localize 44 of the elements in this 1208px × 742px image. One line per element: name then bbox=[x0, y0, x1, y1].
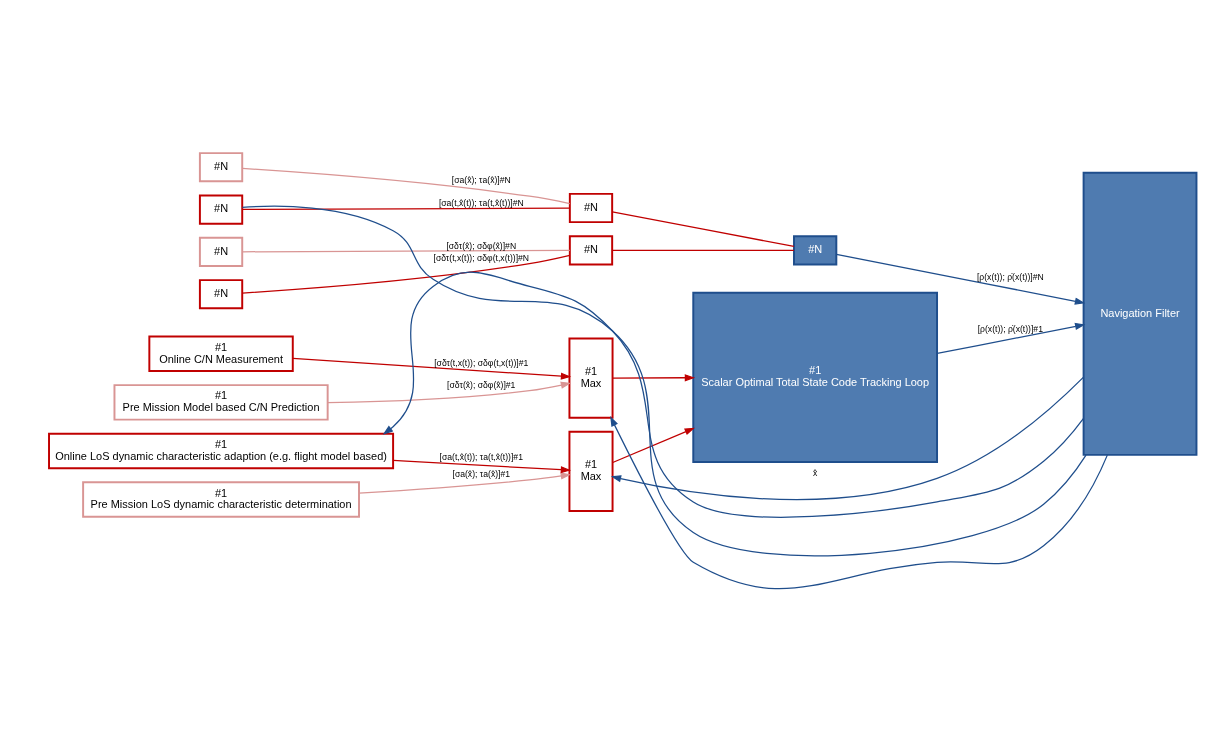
node-box: #1 Scalar Optimal Total State Code Tracking Loop bbox=[692, 291, 938, 463]
node-box: #N bbox=[198, 279, 244, 310]
arrow bbox=[392, 459, 572, 474]
connector bbox=[241, 167, 571, 205]
node-box: #N bbox=[568, 235, 614, 266]
arrow bbox=[936, 322, 1086, 355]
edge-label: [σδτ(t,x(t)); σδφ(t,x(t))]#1 bbox=[434, 358, 529, 369]
connector bbox=[611, 211, 795, 248]
connector bbox=[241, 205, 1087, 557]
arrow bbox=[327, 381, 572, 404]
connector bbox=[241, 207, 571, 211]
arrow bbox=[612, 427, 695, 464]
edge-label: [σδτ(t,x(t)); σδφ(t,x(t))]#N bbox=[433, 253, 530, 264]
node-box: #1 Max bbox=[568, 430, 614, 512]
arrow bbox=[612, 374, 696, 382]
node-box: #N bbox=[198, 194, 244, 225]
node-box: #1 Online C/N Measurement bbox=[148, 335, 294, 372]
node-box: #1 Max bbox=[568, 337, 614, 419]
edge-label: [σa(x̂); τa(x̂)]#1 bbox=[452, 469, 511, 480]
arrow bbox=[610, 376, 1085, 501]
node-box: #1 Online LoS dynamic characteristic adaption (e.g. flight model based) bbox=[48, 432, 395, 470]
connector bbox=[241, 249, 571, 253]
edge-label: [σa(t,x̂(t)); τa(t,x̂(t))]#1 bbox=[439, 452, 523, 463]
node-box: #1 Pre Mission LoS dynamic characteristic determination bbox=[82, 481, 360, 518]
edge-label: [ρ(x(t)); ρ̇(x(t))]#N bbox=[976, 271, 1044, 282]
arrow bbox=[610, 416, 1108, 590]
edge-label: [σδτ(x̂); σδφ(x̂)]#N bbox=[446, 240, 517, 251]
node-box: #1 Pre Mission Model based C/N Prediction bbox=[113, 384, 329, 421]
connector bbox=[611, 249, 795, 251]
arrow bbox=[358, 472, 572, 494]
edge-label: [σa(t,x̂(t)); τa(t,x̂(t))]#N bbox=[438, 198, 524, 209]
node-box: #N bbox=[568, 192, 614, 224]
edge-label: [σa(x̂); τa(x̂)]#N bbox=[451, 174, 511, 185]
arrow bbox=[835, 253, 1086, 305]
arrow bbox=[292, 357, 572, 380]
arrow bbox=[382, 271, 1084, 518]
edge-label: x̂ bbox=[813, 467, 818, 478]
node-box: Navigation Filter bbox=[1082, 171, 1198, 456]
node-box: #N bbox=[198, 152, 244, 183]
node-box: #N bbox=[793, 235, 838, 266]
edge-label: [ρ(x(t)); ρ̇(x(t))]#1 bbox=[977, 324, 1043, 335]
connector bbox=[241, 254, 571, 294]
edge-label: [σδτ(x̂); σδφ(x̂)]#1 bbox=[447, 380, 516, 391]
node-box: #N bbox=[198, 236, 244, 267]
